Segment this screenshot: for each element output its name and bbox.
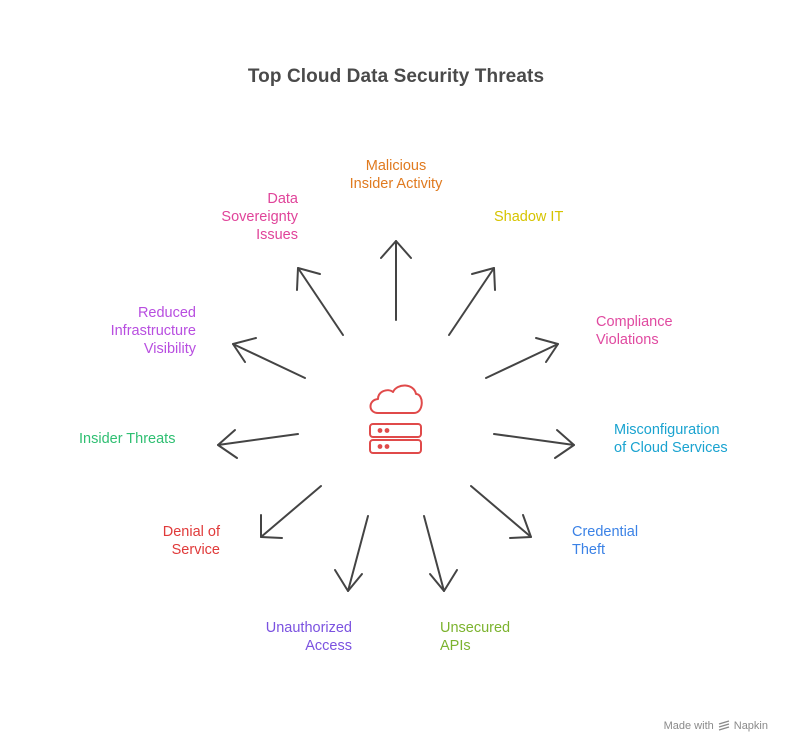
- label-unsecured-apis: Unsecured APIs: [440, 620, 511, 654]
- label-misconfiguration: Misconfiguration of Cloud Services: [614, 422, 728, 456]
- diagram-title: Top Cloud Data Security Threats: [247, 66, 545, 87]
- napkin-logo-icon: [718, 720, 729, 731]
- arrow-unauthorized-access: [334, 515, 369, 592]
- arrow-insider-threats: [217, 429, 299, 459]
- arrow-misconfiguration: [493, 429, 575, 459]
- label-unauthorized-access: Unauthorized Access: [265, 620, 352, 654]
- arrow-shadow-it: [448, 267, 496, 336]
- label-data-sovereignty: Data Sovereignty Issues: [221, 191, 298, 243]
- label-reduced-visibility: Reduced Infrastructure Visibility: [110, 305, 196, 357]
- arrow-unsecured-apis: [423, 515, 458, 592]
- label-credential-theft: Credential Theft: [572, 524, 639, 558]
- label-denial-of-service: Denial of Service: [162, 524, 220, 558]
- footer-prefix: Made with: [663, 720, 714, 732]
- label-shadow-it: Shadow IT: [494, 209, 564, 225]
- label-compliance-violations: Compliance Violations: [596, 314, 673, 348]
- footer-brand: Napkin: [733, 720, 768, 732]
- label-malicious-insider-activity: Malicious Insider Activity: [349, 158, 443, 192]
- arrow-reduced-visibility: [232, 337, 306, 379]
- arrow-credential-theft: [470, 485, 532, 539]
- arrow-malicious-insider-activity: [380, 240, 412, 321]
- arrow-compliance-violations: [485, 337, 559, 379]
- arrow-denial-of-service: [260, 485, 322, 539]
- label-insider-threats: Insider Threats: [79, 431, 176, 447]
- arrow-data-sovereignty: [296, 267, 344, 336]
- cloud-server-icon: [369, 384, 423, 454]
- footer-credit: Made with Napkin: [664, 720, 768, 732]
